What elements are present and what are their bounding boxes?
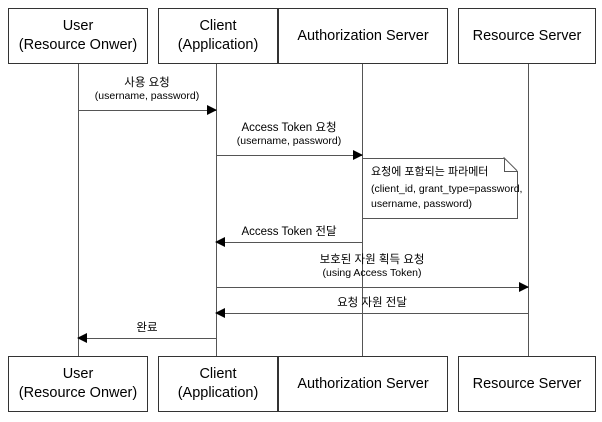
participant-box-user-top[interactable]: User (Resource Onwer) [8,8,148,64]
arrowhead-left-icon [215,237,225,247]
message-label: Access Token 요청 (username, password) [236,122,342,148]
participant-box-authorization-server-top[interactable]: Authorization Server [278,8,448,64]
arrowhead-left-icon [77,333,87,343]
message-label: 보호된 자원 획득 요청 (using Access Token) [319,254,425,280]
participant-label-line1: Resource Server [472,27,582,44]
participant-label-line2: (Application) [177,385,259,401]
arrowhead-right-icon [519,282,529,292]
participant-box-resource-server-bottom[interactable]: Resource Server [458,356,596,412]
message-label: 요청 자원 전달 [337,297,407,309]
participant-box-authorization-server-bottom[interactable]: Authorization Server [278,356,448,412]
participant-label-line2: (Resource Onwer) [18,385,138,401]
participant-label-line2: (Resource Onwer) [18,37,138,53]
message-line [78,110,216,111]
message-line [216,242,362,243]
participant-box-client-bottom[interactable]: Client (Application) [158,356,278,412]
participant-label-line1: User [62,366,94,383]
participant-label-line1: Authorization Server [297,27,429,44]
participant-label-line1: Authorization Server [297,375,429,392]
participant-label-line2: (Application) [177,37,259,53]
participant-label-line1: Client [199,366,237,383]
lifeline-client [216,64,217,356]
lifeline-user [78,64,79,356]
arrowhead-left-icon [215,308,225,318]
note-fold-corner-icon [504,158,518,172]
note-line-3: username, password) [371,198,472,211]
participant-label-line1: Client [199,18,237,35]
message-label: 완료 [136,322,158,334]
participant-box-client-top[interactable]: Client (Application) [158,8,278,64]
note-line-2: (client_id, grant_type=password, [371,182,523,195]
participant-box-resource-server-top[interactable]: Resource Server [458,8,596,64]
note-request-parameters: 요청에 포함되는 파라메터 (client_id, grant_type=pas… [362,158,523,219]
message-line [78,338,216,339]
message-line [216,313,528,314]
participant-box-user-bottom[interactable]: User (Resource Onwer) [8,356,148,412]
participant-label-line1: Resource Server [472,375,582,392]
message-label: Access Token 전달 [241,226,337,238]
arrowhead-right-icon [207,105,217,115]
message-label: 사용 요청 (username, password) [94,77,200,103]
participant-label-line1: User [62,18,94,35]
note-line-1: 요청에 포함되는 파라메터 [371,166,489,178]
message-line [216,155,362,156]
arrowhead-right-icon [353,150,363,160]
lifeline-resource-server [528,64,529,356]
message-line [216,287,528,288]
